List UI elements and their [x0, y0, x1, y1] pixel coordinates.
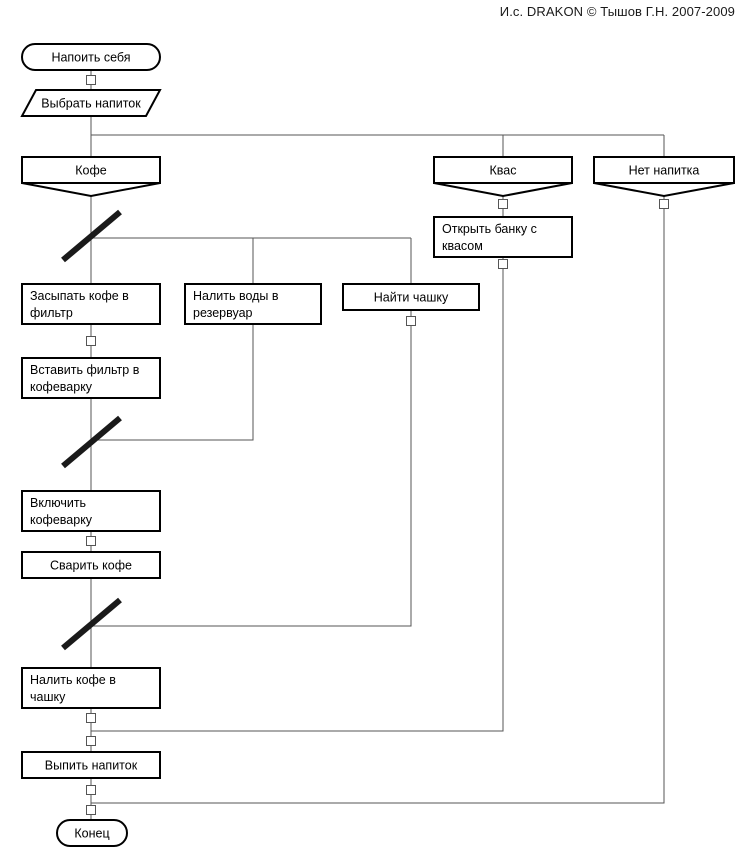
node-switch-on-label-2: кофеварку: [30, 513, 93, 527]
node-pour-coffee-filter[interactable]: [21, 283, 161, 325]
connector-before-drink: [86, 736, 96, 746]
node-coffee[interactable]: [21, 156, 161, 184]
node-pour-coffee-filter-label-2: фильтр: [30, 306, 73, 320]
node-insert-filter-label-1: Вставить фильтр в: [30, 363, 140, 377]
node-pour-coffee-filter-label-1: Засыпать кофе в: [30, 289, 129, 303]
node-kvass-label: Квас: [490, 164, 517, 178]
node-start-label: Напоить себя: [51, 51, 130, 65]
node-open-kvass-label-1: Открыть банку с: [442, 222, 537, 236]
brew-coffee-slash: [61, 597, 122, 651]
node-end-label: Конец: [74, 827, 109, 841]
node-choose-drink-label: Выбрать напиток: [41, 97, 141, 111]
connector-before-end: [86, 805, 96, 815]
node-switch-on[interactable]: [21, 490, 161, 532]
node-drink[interactable]: [21, 751, 161, 779]
node-coffee-label: Кофе: [75, 164, 107, 178]
connector-switch-to-brew: [86, 536, 96, 546]
node-coffee-case-vee: [21, 182, 161, 198]
connector-pour-to-cup-down: [86, 713, 96, 723]
connector-filter-to-insert: [86, 336, 96, 346]
node-choose-drink[interactable]: [20, 89, 162, 117]
insert-filter-slash: [61, 415, 122, 469]
node-open-kvass[interactable]: [433, 216, 573, 258]
node-pour-water[interactable]: [184, 283, 322, 325]
node-no-drink[interactable]: [593, 156, 735, 184]
node-kvass[interactable]: [433, 156, 573, 184]
edge-kvass-return: [91, 257, 504, 732]
node-end[interactable]: [56, 819, 128, 847]
node-no-drink-case-vee: [593, 182, 735, 198]
connector-open-kvass-down: [498, 259, 508, 269]
edge-nodrink-return: [91, 196, 665, 804]
node-start[interactable]: [21, 43, 161, 71]
node-no-drink-label: Нет напитка: [629, 164, 700, 178]
node-pour-to-cup-label-2: чашку: [30, 690, 66, 704]
node-insert-filter-label-2: кофеварку: [30, 380, 93, 394]
node-pour-water-label-2: резервуар: [193, 306, 253, 320]
node-brew-coffee-label: Сварить кофе: [50, 559, 132, 573]
node-pour-to-cup[interactable]: [21, 667, 161, 709]
node-pour-to-cup-label-1: Налить кофе в: [30, 673, 116, 687]
edge-water-return: [91, 324, 254, 441]
node-switch-on-label-1: Включить: [30, 496, 86, 510]
node-find-cup[interactable]: [342, 283, 480, 311]
node-pour-water-label-1: Налить воды в: [193, 289, 279, 303]
copyright-notice: И.с. DRAKON © Тышов Г.Н. 2007-2009: [499, 4, 735, 19]
connector-start-to-choose: [86, 75, 96, 85]
node-insert-filter[interactable]: [21, 357, 161, 399]
connector-find-cup-down: [406, 316, 416, 326]
node-brew-coffee[interactable]: [21, 551, 161, 579]
edge-findcup-return: [91, 310, 412, 627]
node-kvass-case-vee: [433, 182, 573, 198]
connector-kvass-to-open: [498, 199, 508, 209]
connector-nodrink-down: [659, 199, 669, 209]
node-open-kvass-label-2: квасом: [442, 239, 483, 253]
connector-after-drink: [86, 785, 96, 795]
coffee-branch-slash: [61, 209, 122, 263]
node-drink-label: Выпить напиток: [45, 759, 138, 773]
node-find-cup-label: Найти чашку: [374, 291, 449, 305]
